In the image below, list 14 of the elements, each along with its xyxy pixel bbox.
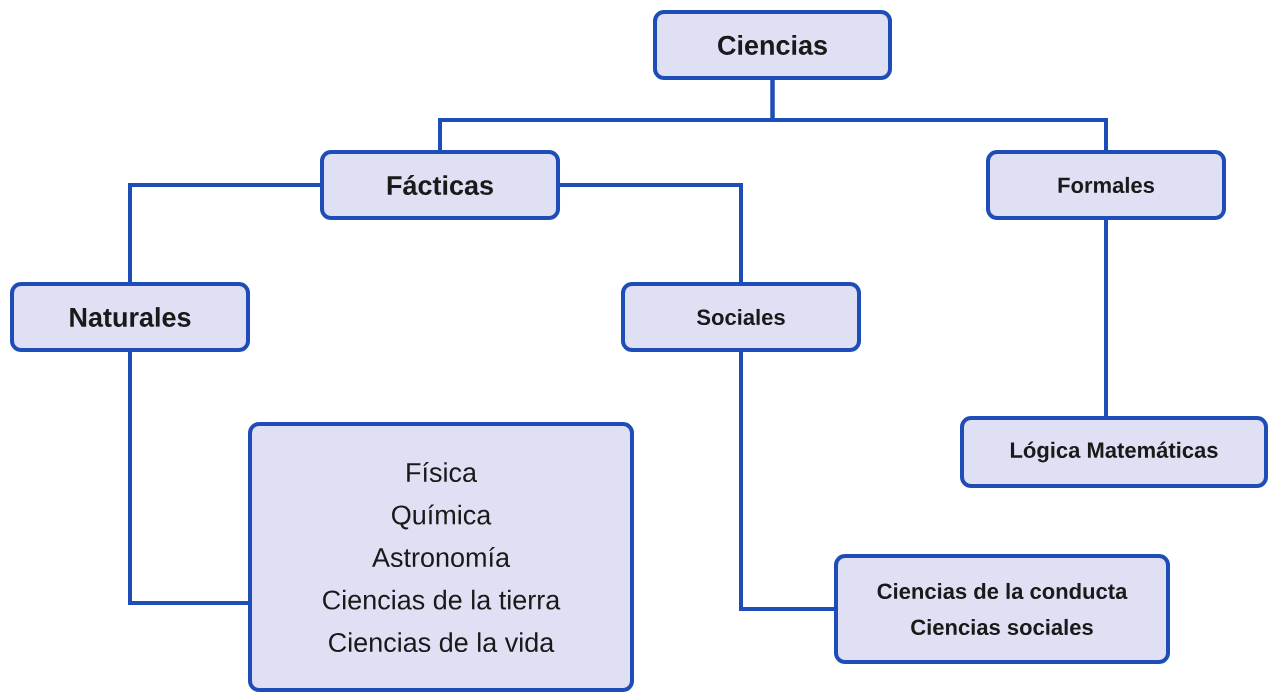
category-box: Sociales <box>621 282 861 352</box>
category-box: Naturales <box>10 282 250 352</box>
connector-line <box>739 352 834 611</box>
category-box: Ciencias de la conducta Ciencias sociales <box>834 554 1170 664</box>
category-box: Lógica Matemáticas <box>960 416 1268 488</box>
category-box: Ciencias <box>653 10 892 80</box>
connector-line <box>770 80 1108 150</box>
connector-line <box>128 352 248 605</box>
connector-line <box>1104 220 1108 416</box>
category-box: Fácticas <box>320 150 560 220</box>
connector-line <box>128 183 320 282</box>
category-box: Formales <box>986 150 1226 220</box>
list-box: Física Química Astronomía Ciencias de la tierra Ciencias de la vida <box>248 422 634 692</box>
connector-line <box>560 183 743 282</box>
